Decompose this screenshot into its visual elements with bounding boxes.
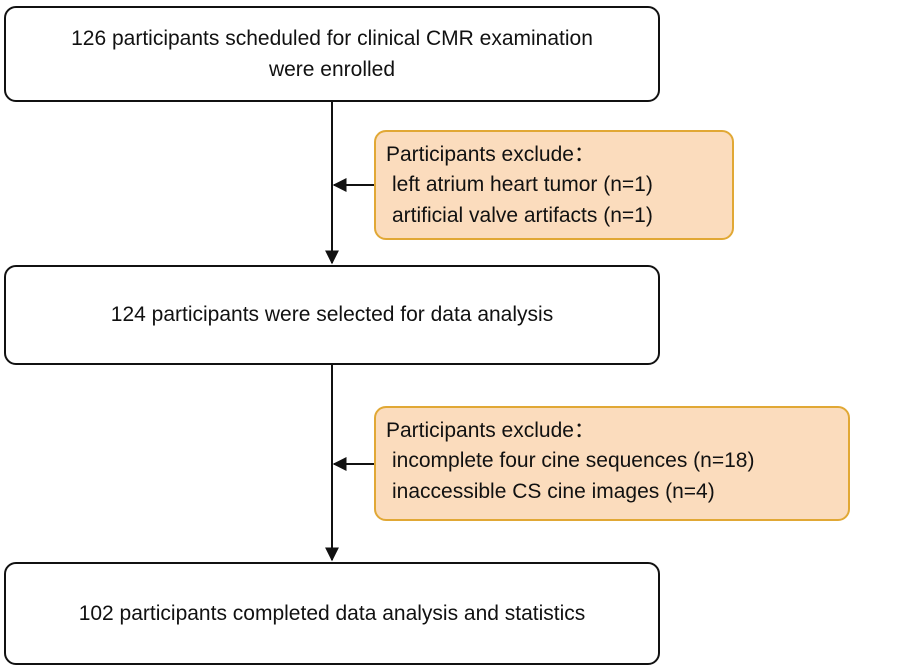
exclusion-2-item-2: inaccessible CS cine images (n=4): [392, 479, 715, 503]
exclusion-2-item-1: incomplete four cine sequences (n=18): [392, 449, 755, 473]
exclusion-1-heading: Participants exclude：: [386, 143, 595, 166]
step-completed-box: 102 participants completed data analysis…: [4, 562, 660, 665]
step-enrolled-box: 126 participants scheduled for clinical …: [4, 6, 660, 102]
step-selected-text: 124 participants were selected for data …: [110, 303, 554, 327]
step-selected-box: 124 participants were selected for data …: [4, 265, 660, 365]
exclusion-box-1: Participants exclude： left atrium heart …: [374, 130, 734, 240]
exclusion-1-item-2: artificial valve artifacts (n=1): [392, 203, 653, 227]
step-completed-text: 102 participants completed data analysis…: [78, 601, 586, 625]
exclusion-box-2: Participants exclude： incomplete four ci…: [374, 406, 850, 521]
step-enrolled-line-1: 126 participants scheduled for clinical …: [71, 26, 593, 50]
exclusion-2-heading: Participants exclude：: [386, 419, 595, 442]
step-enrolled-text: 126 participants scheduled for clinical …: [71, 23, 593, 86]
step-enrolled-line-2: were enrolled: [268, 58, 396, 81]
exclusion-1-item-1: left atrium heart tumor (n=1): [392, 173, 653, 197]
